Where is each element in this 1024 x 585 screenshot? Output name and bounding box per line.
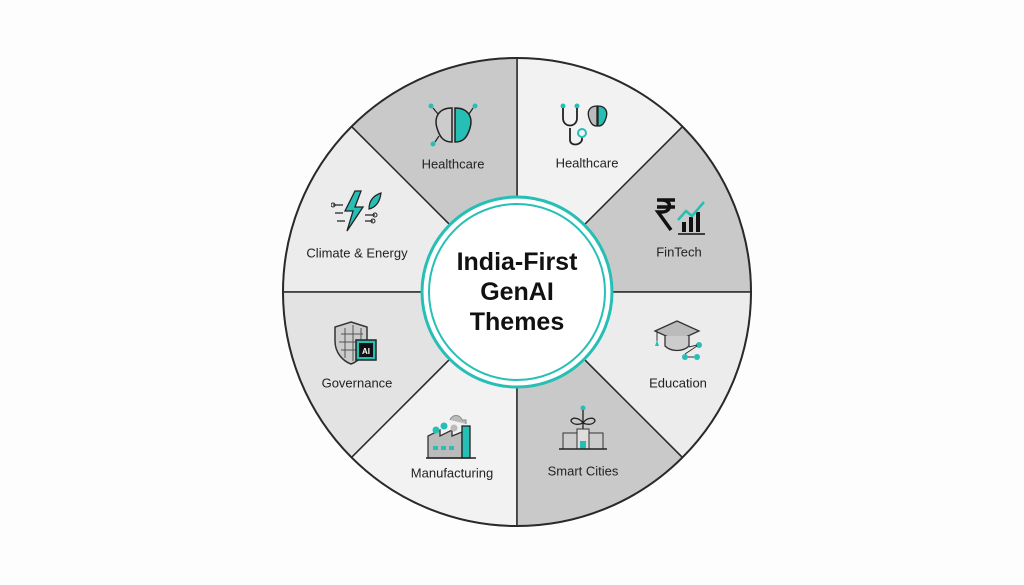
segment-label-manufacturing: Manufacturing (410, 465, 494, 481)
segment-label-healthcare-right: Healthcare (555, 155, 619, 171)
city-plant-icon (559, 405, 607, 450)
segment-label-education: Education (649, 375, 707, 391)
segment-label-smart-cities: Smart Cities (547, 463, 619, 479)
segment-label-governance: Governance (321, 375, 393, 391)
lightning-leaf-icon (331, 190, 382, 232)
title-line-1: India-First (456, 248, 578, 276)
outer-ring (282, 57, 752, 527)
center-title: India-First GenAI Themes (432, 247, 602, 337)
rupee-chart-icon (654, 198, 705, 235)
title-line-2: GenAI (480, 278, 554, 306)
segment-label-fintech: FinTech (656, 244, 702, 260)
stethoscope-brain-icon (560, 103, 608, 146)
brain-circuit-icon (428, 103, 478, 147)
factory-icon (426, 415, 476, 459)
shield-ai-chip-icon: AI (334, 321, 377, 365)
segment-label-healthcare-left: Healthcare (421, 156, 485, 172)
segment-label-climate-energy: Climate & Energy (306, 245, 408, 261)
graduation-cap-icon (653, 320, 702, 360)
center-inner-ring (428, 203, 606, 381)
svg-text:AI: AI (362, 347, 370, 356)
title-line-3: Themes (469, 308, 565, 336)
